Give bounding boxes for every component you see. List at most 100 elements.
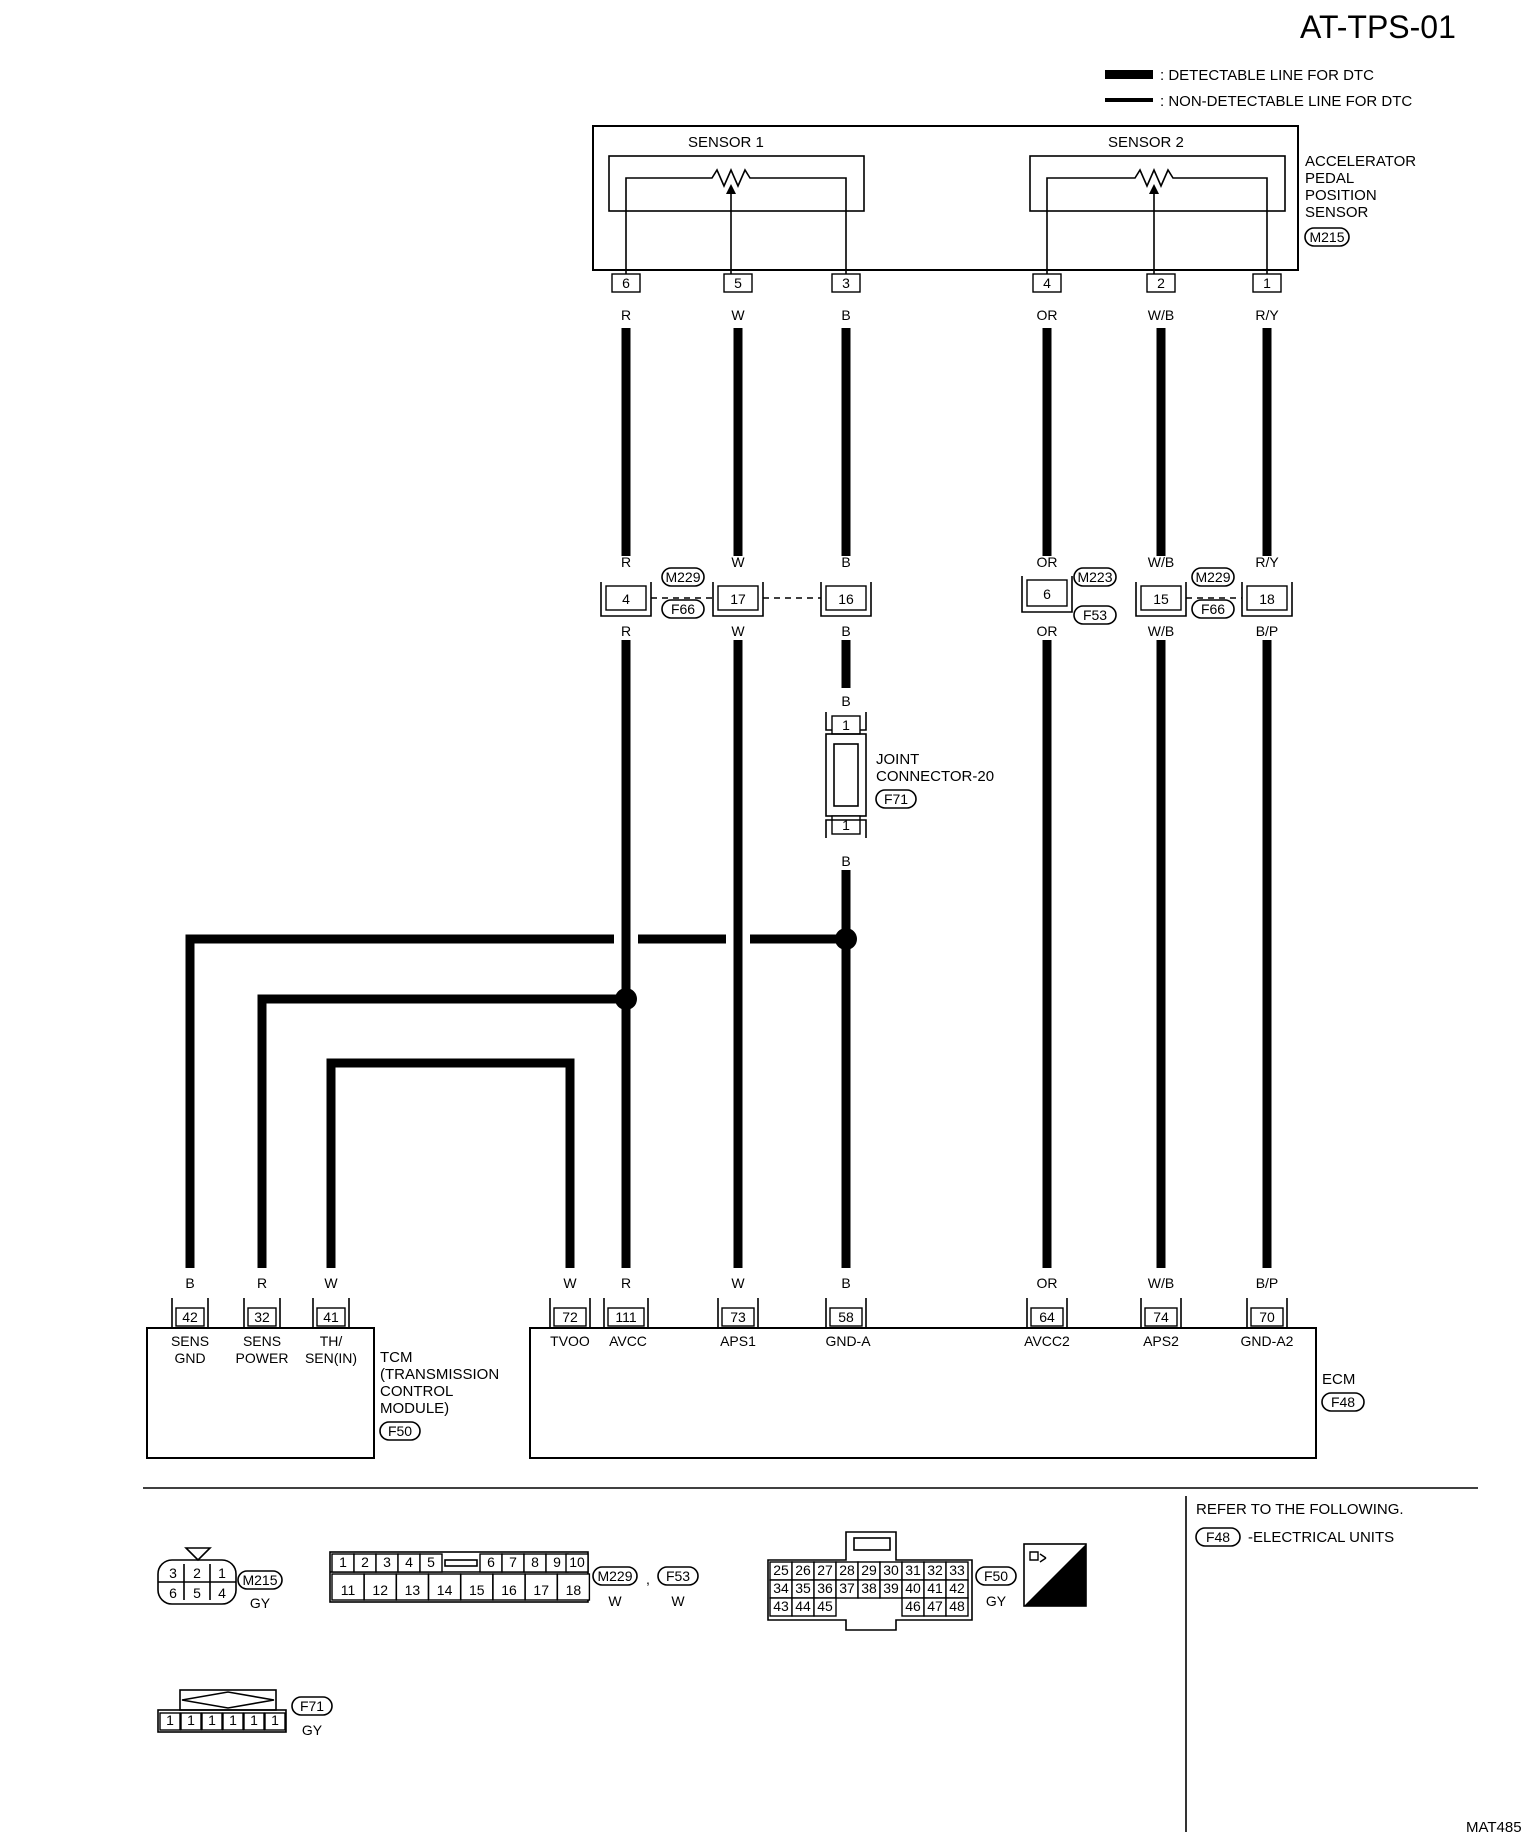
svg-text:H.S.: H.S.: [1043, 1583, 1076, 1602]
connector-cell: [492, 1573, 526, 1601]
connector-cell: [222, 1712, 244, 1731]
svg-text:SENS: SENS: [171, 1333, 209, 1349]
connector-cell-number: 42: [949, 1580, 965, 1596]
connector-cell-number: 15: [469, 1582, 485, 1598]
svg-text:1: 1: [842, 717, 850, 733]
svg-text:2: 2: [193, 1565, 201, 1581]
connector-cell-number: 39: [883, 1580, 899, 1596]
connector-cell: [243, 1712, 265, 1731]
joint-name-1: JOINT: [876, 751, 919, 768]
refer-connector: F48: [1206, 1529, 1230, 1545]
sensor-pins: 6 R 5 W 3 B 4 OR 2 W/B 1 R/Y: [611, 273, 1282, 323]
connector-cell-number: 48: [949, 1598, 965, 1614]
connector-cell-number: 2: [361, 1554, 369, 1570]
svg-text:B: B: [841, 554, 850, 570]
svg-text:GND-A: GND-A: [825, 1333, 871, 1349]
mid-connector-3-top: M229: [1195, 569, 1230, 585]
connector-cell: [363, 1573, 397, 1601]
connector-cell-number: 18: [566, 1582, 582, 1598]
sensor-connector: M215: [1309, 229, 1344, 245]
svg-text:64: 64: [1039, 1309, 1055, 1325]
connector-cell-number: 26: [795, 1562, 811, 1578]
svg-text:R: R: [621, 554, 631, 570]
svg-text:5: 5: [193, 1585, 201, 1601]
refer-heading: REFER TO THE FOLLOWING.: [1196, 1501, 1404, 1518]
svg-text:GY: GY: [250, 1595, 271, 1611]
svg-text:5: 5: [734, 275, 742, 291]
svg-text:111: 111: [615, 1309, 636, 1325]
svg-text:4: 4: [1043, 275, 1051, 291]
connector-cell-number: 1: [229, 1712, 237, 1728]
svg-text:W/B: W/B: [1148, 1275, 1174, 1291]
svg-text:R: R: [257, 1275, 267, 1291]
connector-cell-number: 40: [905, 1580, 921, 1596]
connector-cell-number: 47: [927, 1598, 943, 1614]
svg-text:W: W: [731, 623, 745, 639]
svg-text:TVOO: TVOO: [550, 1333, 590, 1349]
connector-cell: [264, 1712, 286, 1731]
connector-view-m215: 3 2 1 6 5 4 M215 GY: [157, 1547, 283, 1611]
svg-text:W: W: [731, 307, 745, 323]
sensor-name-4: SENSOR: [1305, 204, 1369, 221]
ecm-pin-73: W 73 APS1: [717, 1275, 759, 1349]
pin-6: 6 R: [611, 273, 641, 323]
svg-text:W/B: W/B: [1148, 623, 1174, 639]
sensor1-label: SENSOR 1: [688, 134, 764, 151]
connector-cell-number: 28: [839, 1562, 855, 1578]
svg-text:W: W: [324, 1275, 338, 1291]
svg-text:APS2: APS2: [1143, 1333, 1179, 1349]
svg-text:B: B: [841, 307, 850, 323]
svg-text:B: B: [841, 1275, 850, 1291]
connector-cell: [556, 1573, 591, 1601]
connector-cell-number: 16: [501, 1582, 517, 1598]
connector-cell-number: 45: [817, 1598, 833, 1614]
svg-text:R/Y: R/Y: [1255, 307, 1279, 323]
svg-text:3: 3: [169, 1565, 177, 1581]
connector-cell-number: 1: [208, 1712, 216, 1728]
svg-text:74: 74: [1153, 1309, 1169, 1325]
connector-cell-number: 1: [187, 1712, 195, 1728]
svg-text:AVCC2: AVCC2: [1024, 1333, 1070, 1349]
svg-text:SENS: SENS: [243, 1333, 281, 1349]
ecm-module: W 72 TVOO R 111 AVCC W 73 APS1 B 58 GND-…: [529, 1275, 1365, 1459]
svg-text:POWER: POWER: [236, 1350, 289, 1366]
svg-text:W: W: [731, 1275, 745, 1291]
connector-cell-number: 32: [927, 1562, 943, 1578]
tcm-name-1: TCM: [380, 1349, 413, 1366]
svg-text:B/P: B/P: [1256, 1275, 1279, 1291]
connector-cell-number: 14: [437, 1582, 453, 1598]
svg-text:TH/: TH/: [320, 1333, 343, 1349]
ecm-pin-72: W 72 TVOO: [549, 1275, 591, 1349]
connector-cell-number: 8: [531, 1554, 539, 1570]
svg-text:F50: F50: [984, 1568, 1008, 1584]
svg-text:GND-A2: GND-A2: [1241, 1333, 1294, 1349]
svg-text:R: R: [621, 623, 631, 639]
footer-code: MAT485: [1466, 1819, 1522, 1836]
connector-cell: [395, 1573, 430, 1601]
connector-cell-number: 6: [487, 1554, 495, 1570]
tcm-connector: F50: [388, 1423, 412, 1439]
connector-cell: [813, 1597, 837, 1617]
svg-text:GY: GY: [986, 1593, 1007, 1609]
joint-name-2: CONNECTOR-20: [876, 768, 994, 785]
svg-text:M215: M215: [242, 1572, 277, 1588]
connector-cell-number: 17: [533, 1582, 549, 1598]
svg-text:APS1: APS1: [720, 1333, 756, 1349]
sensor2-label: SENSOR 2: [1108, 134, 1184, 151]
connector-cell: [565, 1553, 589, 1573]
connector-key: [444, 1559, 478, 1567]
diagram-title: AT-TPS-01: [1300, 9, 1456, 45]
svg-text:1: 1: [842, 817, 850, 833]
svg-text:72: 72: [562, 1309, 578, 1325]
svg-text:3: 3: [842, 275, 850, 291]
legend-detectable-swatch: [1105, 70, 1153, 79]
connector-cell-number: 46: [905, 1598, 921, 1614]
connector-cell-number: 29: [861, 1562, 877, 1578]
sensor-name-3: POSITION: [1305, 187, 1377, 204]
connector-cell-number: 9: [553, 1554, 561, 1570]
svg-text:F71: F71: [300, 1698, 324, 1714]
hs-icon: H.S.: [1023, 1543, 1087, 1607]
